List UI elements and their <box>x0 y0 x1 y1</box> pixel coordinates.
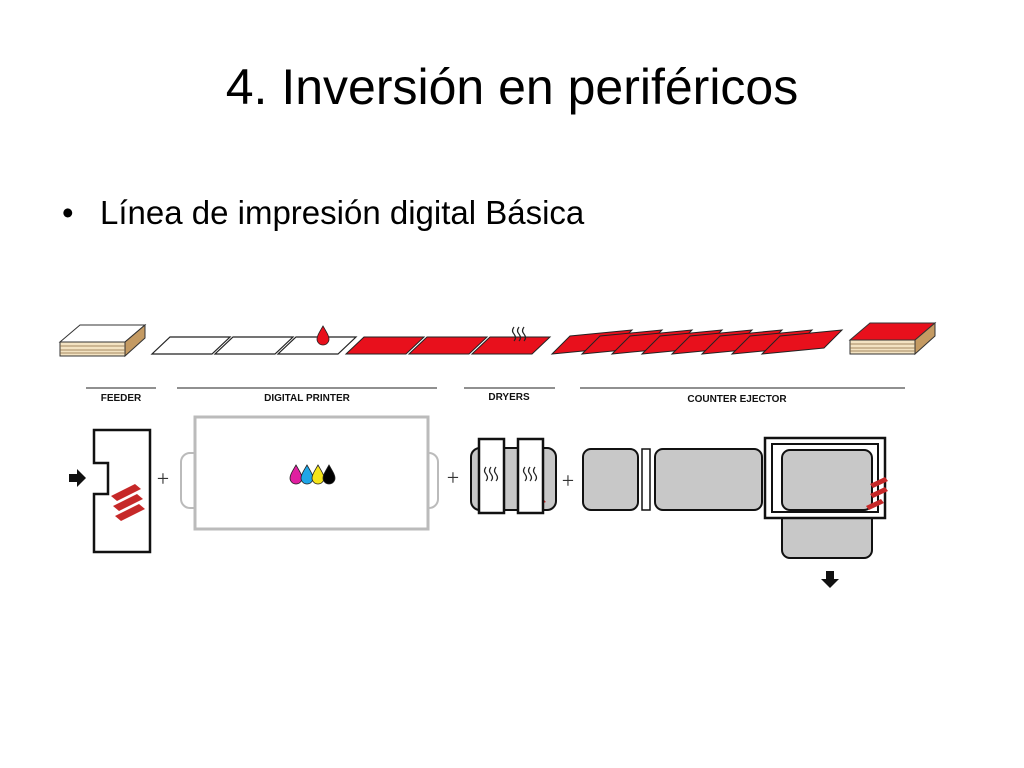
connector-plus-1: + <box>157 466 169 491</box>
output-arrow-icon <box>821 571 839 588</box>
output-sheet-stack <box>848 321 937 356</box>
input-arrow-icon <box>69 469 86 487</box>
input-sheet-stack <box>58 323 147 358</box>
label-counter-ejector: COUNTER EJECTOR <box>687 394 787 405</box>
station-labels: FEEDER DIGITAL PRINTER DRYERS COUNTER EJ… <box>86 387 905 405</box>
bullet-item: • Línea de impresión digital Básica <box>62 196 584 229</box>
label-digital-printer: DIGITAL PRINTER <box>264 393 351 404</box>
slide-title: 4. Inversión en periféricos <box>225 59 799 115</box>
bullet-dot: • <box>62 194 74 231</box>
connector-plus-3: + <box>562 468 574 493</box>
blank-sheets <box>150 336 358 355</box>
bullet-text: Línea de impresión digital Básica <box>100 194 585 231</box>
heat-waves-icon <box>511 326 527 342</box>
counter-ejector-machine <box>582 436 888 559</box>
cmyk-ink-drops-icon <box>289 464 336 485</box>
connector-plus-2: + <box>447 465 459 490</box>
feeder-machine <box>92 428 152 554</box>
dryers-machine <box>470 437 557 515</box>
ink-drop-icon <box>316 325 330 346</box>
label-feeder: FEEDER <box>101 393 142 404</box>
printed-sheets <box>344 336 552 355</box>
shingled-sheets <box>550 329 844 355</box>
label-dryers: DRYERS <box>488 392 530 403</box>
dryer-heat-icon <box>483 466 538 482</box>
